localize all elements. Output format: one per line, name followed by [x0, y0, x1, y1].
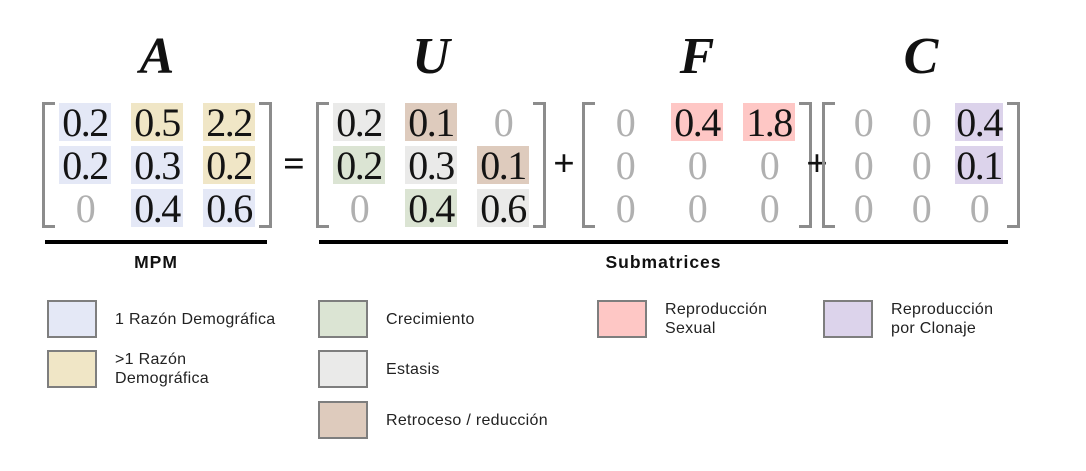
- left-bracket: [822, 102, 835, 228]
- left-bracket: [316, 102, 329, 228]
- matrix-cell-r1c2: 0.1: [477, 143, 529, 188]
- matrix-cell-r2c0: 0: [75, 185, 96, 231]
- matrix-f: F 0 0.4 1.8 0 0 0 0 0 0: [582, 28, 812, 231]
- legend-item-reproduccion-por-clonaje: Reproducción por Clonaje: [823, 300, 993, 338]
- matrix-cell-r0c1: 0: [911, 99, 932, 145]
- matrix-cell-r2c1: 0: [911, 185, 932, 231]
- mpm-label: MPM: [134, 252, 178, 272]
- matrix-cell-r2c1: 0.4: [405, 186, 457, 231]
- color-swatch-stasis: [318, 350, 368, 388]
- mpm-rule: [45, 240, 267, 244]
- color-swatch-regression: [318, 401, 368, 439]
- left-bracket: [42, 102, 55, 228]
- matrix-cell-r0c2: 1.8: [743, 100, 795, 145]
- legend-item-mas-de-1-razon-demografica: >1 Razón Demográfica: [47, 350, 209, 388]
- matrix-f-body: 0 0.4 1.8 0 0 0 0 0 0: [582, 99, 812, 231]
- matrix-cell-r2c0: 0: [853, 185, 874, 231]
- matrix-cell-r1c1: 0: [687, 142, 708, 188]
- color-swatch-clonal: [823, 300, 873, 338]
- matrix-a-cells: 0.2 0.5 2.2 0.2 0.3 0.2 0 0.4 0.6: [59, 100, 255, 231]
- matrix-cell-r0c0: 0.2: [59, 100, 111, 145]
- legend-item-reproduccion-sexual: Reproducción Sexual: [597, 300, 767, 338]
- matrix-cell-r2c2: 0: [969, 185, 990, 231]
- left-bracket: [582, 102, 595, 228]
- matrix-cell-r1c2: 0.1: [955, 142, 1003, 188]
- equals-operator: =: [283, 143, 305, 185]
- matrix-cell-r0c1: 0.5: [131, 100, 183, 145]
- matrix-cell-r2c0: 0: [615, 185, 636, 231]
- matrix-cell-r0c0: 0.2: [333, 100, 385, 145]
- matrix-cell-r2c0: 0: [349, 185, 370, 231]
- matrix-cell-r2c1: 0.4: [131, 186, 183, 231]
- matrix-cell-r0c2: 0: [493, 99, 514, 145]
- matrix-cell-r1c1: 0.3: [131, 143, 183, 188]
- matrix-f-title: F: [679, 28, 715, 85]
- matrix-a: A 0.2 0.5 2.2 0.2 0.3 0.2 0 0.4 0.6: [42, 28, 272, 231]
- matrix-cell-r0c1: 0.1: [405, 100, 457, 145]
- legend-item-1-razon-demografica: 1 Razón Demográfica: [47, 300, 275, 338]
- matrix-c-cells: 0 0 0.4 0 0 0.1 0 0 0: [839, 99, 1004, 231]
- matrix-cell-r1c1: 0.3: [405, 143, 457, 188]
- legend-label: Crecimiento: [386, 310, 475, 328]
- matrix-c-body: 0 0 0.4 0 0 0.1 0 0 0: [822, 99, 1020, 231]
- matrix-u-body: 0.2 0.1 0 0.2 0.3 0.1 0 0.4 0.6: [316, 99, 546, 231]
- legend-label: Retroceso / reducción: [386, 411, 548, 429]
- legend-label: Reproducción por Clonaje: [891, 301, 994, 337]
- legend-item-crecimiento: Crecimiento: [318, 300, 475, 338]
- legend-label: >1 Razón Demográfica: [115, 351, 210, 387]
- matrix-cell-r1c0: 0.2: [59, 143, 111, 188]
- matrix-cell-r2c1: 0: [687, 185, 708, 231]
- matrix-a-body: 0.2 0.5 2.2 0.2 0.3 0.2 0 0.4 0.6: [42, 100, 272, 231]
- matrix-u-cells: 0.2 0.1 0 0.2 0.3 0.1 0 0.4 0.6: [333, 99, 529, 231]
- matrix-a-title: A: [139, 28, 175, 85]
- color-swatch-sexual: [597, 300, 647, 338]
- matrix-cell-r2c2: 0: [759, 185, 780, 231]
- matrix-u-title: U: [412, 28, 450, 85]
- matrix-cell-r1c0: 0: [853, 142, 874, 188]
- matrix-c-title: C: [903, 28, 939, 85]
- submatrices-rule: [319, 240, 1008, 244]
- matrix-cell-r1c2: 0: [759, 142, 780, 188]
- matrix-cell-r0c2: 2.2: [203, 100, 255, 145]
- matrix-cell-r0c2: 0.4: [955, 99, 1003, 145]
- color-swatch-growth: [318, 300, 368, 338]
- matrix-c: C 0 0 0.4 0 0 0.1 0 0 0: [822, 28, 1020, 231]
- plus-operator: +: [553, 143, 575, 185]
- matrix-f-cells: 0 0.4 1.8 0 0 0 0 0 0: [599, 99, 795, 231]
- matrix-cell-r0c0: 0: [615, 99, 636, 145]
- matrix-cell-r0c0: 0: [853, 99, 874, 145]
- right-bracket: [259, 102, 272, 228]
- color-swatch-demo1: [47, 300, 97, 338]
- matrix-cell-r1c0: 0.2: [333, 143, 385, 188]
- legend-item-retroceso-reduccion: Retroceso / reducción: [318, 401, 548, 439]
- legend-label: Reproducción Sexual: [665, 301, 768, 337]
- legend-item-estasis: Estasis: [318, 350, 440, 388]
- matrix-cell-r0c1: 0.4: [671, 100, 723, 145]
- matrix-u: U 0.2 0.1 0 0.2 0.3 0.1 0 0.4 0.6: [316, 28, 546, 231]
- matrix-cell-r2c2: 0.6: [203, 186, 255, 231]
- matrix-cell-r1c1: 0: [911, 142, 932, 188]
- submatrices-label: Submatrices: [605, 252, 722, 272]
- right-bracket: [799, 102, 812, 228]
- right-bracket: [533, 102, 546, 228]
- color-swatch-demo-multi: [47, 350, 97, 388]
- matrix-cell-r1c0: 0: [615, 142, 636, 188]
- right-bracket: [1007, 102, 1020, 228]
- matrix-cell-r1c2: 0.2: [203, 143, 255, 188]
- legend-label: Estasis: [386, 360, 440, 378]
- matrix-cell-r2c2: 0.6: [477, 186, 529, 231]
- legend-label: 1 Razón Demográfica: [115, 310, 276, 328]
